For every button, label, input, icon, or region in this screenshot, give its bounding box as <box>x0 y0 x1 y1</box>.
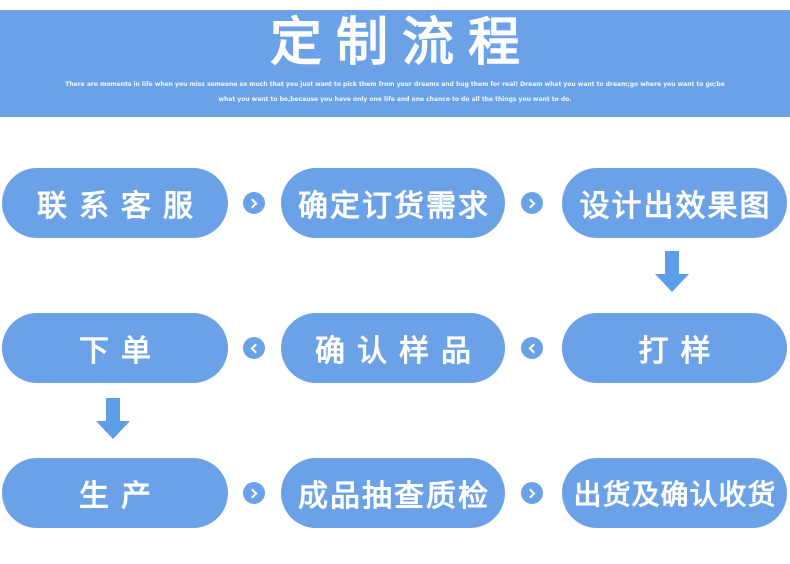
chevron-glyph <box>525 198 536 208</box>
arrow-stem <box>665 251 679 274</box>
chevron-right-icon <box>243 482 265 504</box>
header-subtitle-line2: what you want to be,because you have onl… <box>218 96 572 103</box>
arrow-down-icon <box>96 398 130 439</box>
arrow-head <box>655 274 689 292</box>
step-pill-confirm-order-needs: 确定订货需求 <box>281 168 505 238</box>
chevron-right-icon <box>521 482 543 504</box>
step-pill-quality-inspection: 成品抽查质检 <box>281 458 505 528</box>
header-subtitle-line1: There are moments in life when you miss … <box>65 81 725 88</box>
chevron-left-icon <box>521 337 543 359</box>
step-label: 成品抽查质检 <box>298 479 490 514</box>
step-label: 下单 <box>79 334 163 369</box>
step-label: 设计出效果图 <box>579 189 772 224</box>
header-banner: 定制流程 There are moments in life when you … <box>0 10 790 117</box>
chevron-glyph <box>525 488 536 498</box>
chevron-glyph <box>250 343 261 353</box>
chevron-right-icon <box>243 192 265 214</box>
step-pill-contact-service: 联系客服 <box>2 168 228 238</box>
header-subtitle: There are moments in life when you miss … <box>0 77 790 107</box>
chevron-right-icon <box>521 192 543 214</box>
step-pill-design-rendering: 设计出效果图 <box>562 168 787 238</box>
chevron-glyph <box>247 488 258 498</box>
step-pill-proofing: 打样 <box>562 313 787 383</box>
step-label: 生产 <box>79 479 163 514</box>
arrow-head <box>96 421 130 439</box>
step-label: 打样 <box>638 334 723 369</box>
page-title: 定制流程 <box>269 13 534 73</box>
chevron-glyph <box>528 343 539 353</box>
step-pill-ship-and-confirm-receipt: 出货及确认收货 <box>562 458 787 528</box>
arrow-stem <box>106 398 120 421</box>
step-pill-place-order: 下单 <box>2 313 228 383</box>
step-label: 确认样品 <box>315 334 483 369</box>
step-label: 出货及确认收货 <box>573 478 777 511</box>
chevron-glyph <box>247 198 258 208</box>
step-label: 确定订货需求 <box>298 189 490 224</box>
step-pill-confirm-sample: 确认样品 <box>281 313 505 383</box>
arrow-down-icon <box>655 251 689 292</box>
step-pill-production: 生产 <box>2 458 228 528</box>
chevron-left-icon <box>243 337 265 359</box>
step-label: 联系客服 <box>37 189 205 224</box>
